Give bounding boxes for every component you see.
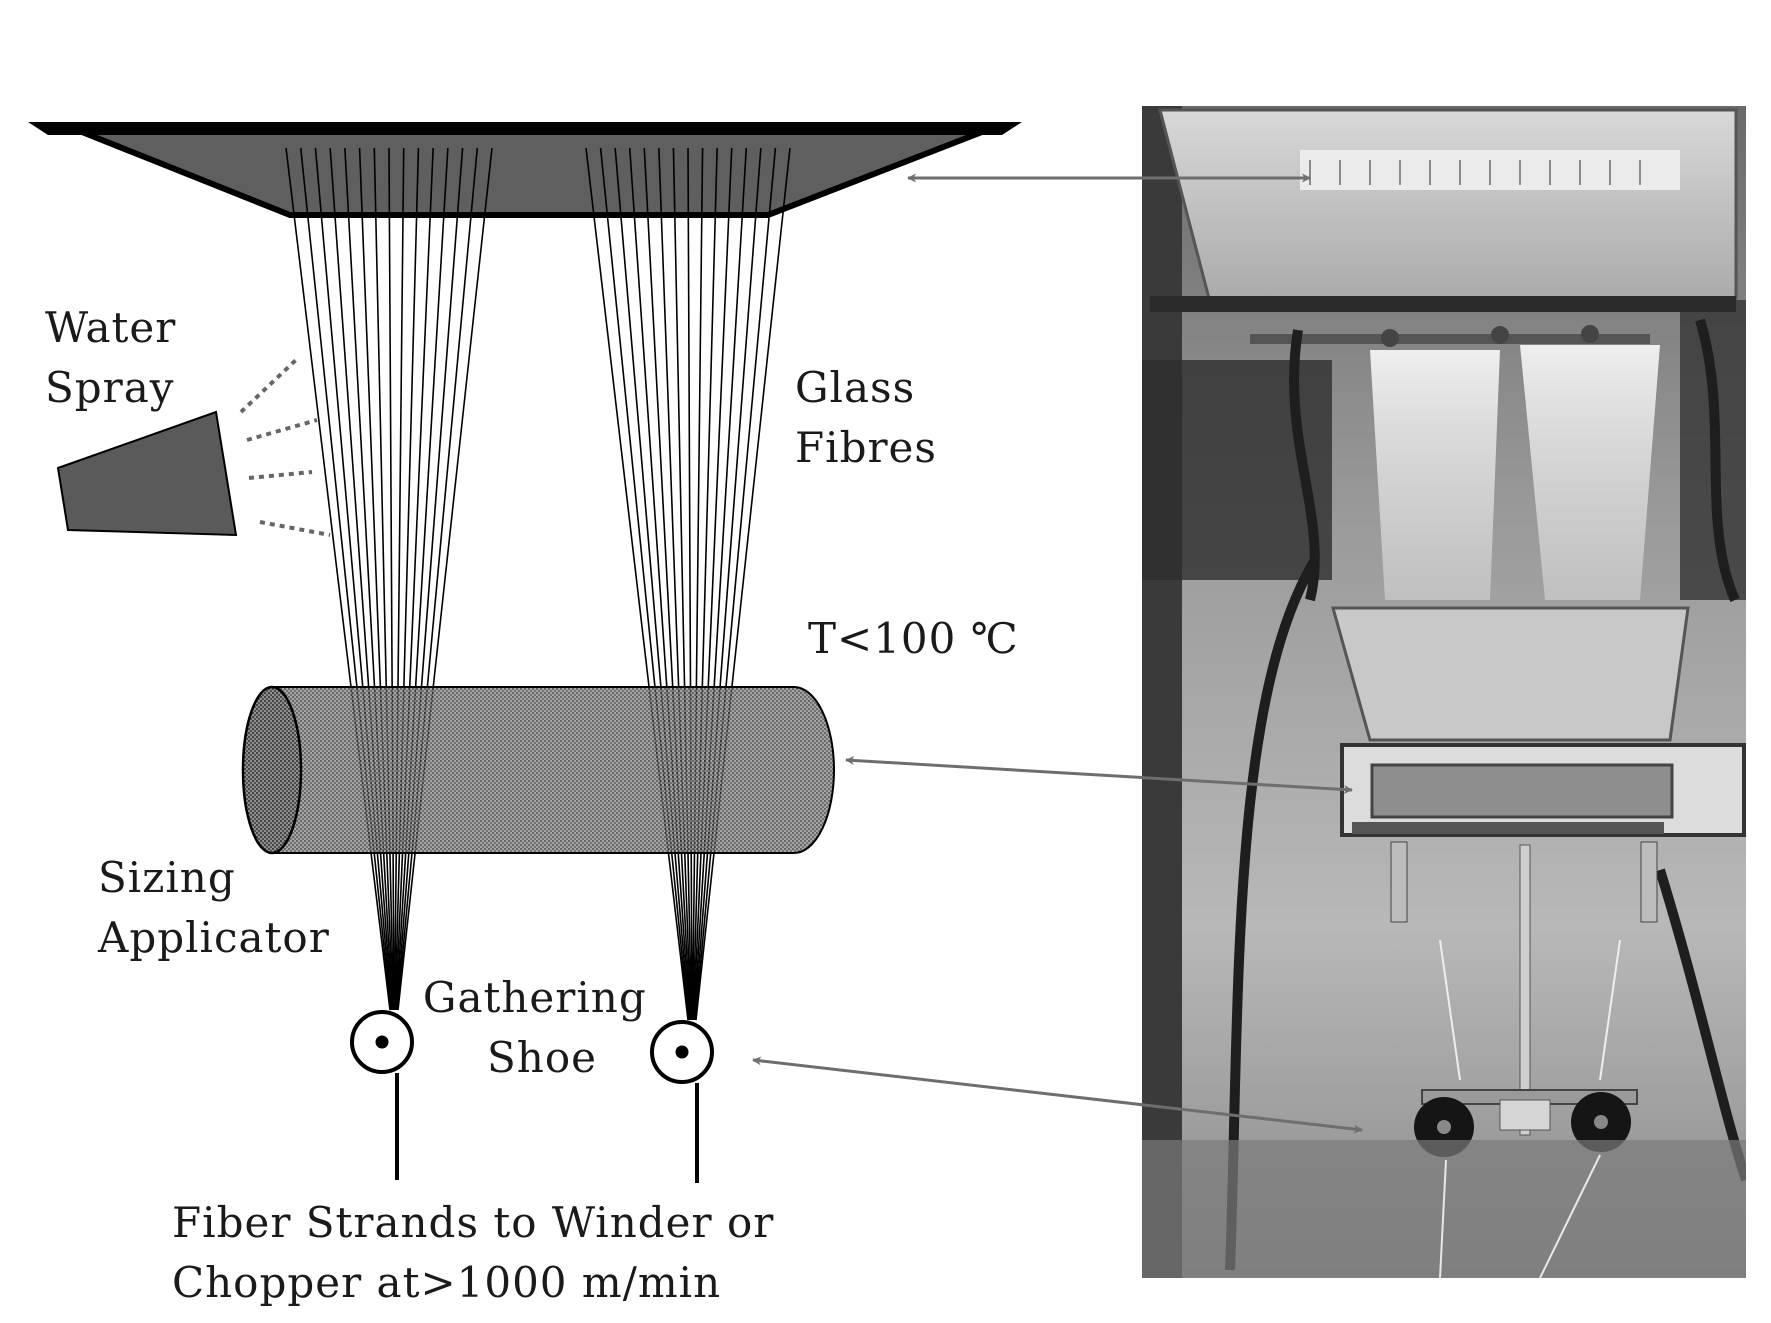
glass-fibre [358, 147, 394, 1011]
glass-fibre [694, 147, 777, 1021]
glass-fibre [614, 147, 690, 1021]
pointer-arrows [752, 173, 1363, 1134]
glass-fibre [692, 147, 733, 1021]
arrow-gathering-shoe [752, 1056, 1363, 1134]
glass-fibre [344, 147, 394, 1011]
equipment-photo [1142, 106, 1746, 1278]
glass-fibre [693, 147, 748, 1021]
sizing-applicator-label: Sizing Applicator [97, 853, 330, 962]
temperature-label: T<100 ℃ [808, 614, 1019, 663]
glass-fibre [388, 147, 395, 1011]
glass-fibres-right-bundle [585, 147, 791, 1021]
glass-fibre [687, 147, 693, 1021]
water-spray-jets [239, 356, 331, 537]
glass-fibre [373, 147, 395, 1011]
glass-fibre [397, 147, 493, 1011]
glass-fibre [692, 147, 718, 1021]
glass-fibre [643, 147, 692, 1021]
glass-fibre [628, 147, 691, 1021]
glass-fibre [672, 147, 693, 1021]
glass-fibre [393, 147, 405, 1011]
glass-fibre [396, 147, 479, 1011]
gathering-shoe-left [350, 1010, 414, 1074]
glass-fibre [394, 147, 434, 1011]
water-spray-nozzle [56, 410, 238, 537]
glass-fibre [329, 147, 393, 1011]
glass-fibre [396, 147, 464, 1011]
arrow-applicator [845, 755, 1353, 795]
sizing-applicator-roller [241, 685, 835, 855]
water-spray-label: Water Spray [45, 303, 191, 412]
glass-fibres-label: Glass Fibres [795, 363, 937, 472]
glass-fibre [394, 147, 420, 1011]
gathering-shoe-label: Gathering Shoe [423, 973, 661, 1082]
glass-fibre [691, 147, 704, 1021]
bushing [28, 122, 1022, 218]
glass-fibre [658, 147, 692, 1021]
output-label: Fiber Strands to Winder or Chopper at>10… [172, 1198, 789, 1307]
glass-fibre [585, 147, 689, 1021]
gathering-shoe-right [650, 1020, 714, 1084]
glass-fibre [599, 147, 690, 1021]
glass-fibre [695, 147, 791, 1021]
glass-fibre [694, 147, 762, 1021]
glass-fibre [299, 147, 392, 1011]
fiber-strands [395, 1073, 699, 1183]
glass-fibre [395, 147, 449, 1011]
glass-fibres-left-bundle [285, 147, 493, 1011]
glass-fibre [285, 147, 391, 1011]
glass-fibre [314, 147, 392, 1011]
